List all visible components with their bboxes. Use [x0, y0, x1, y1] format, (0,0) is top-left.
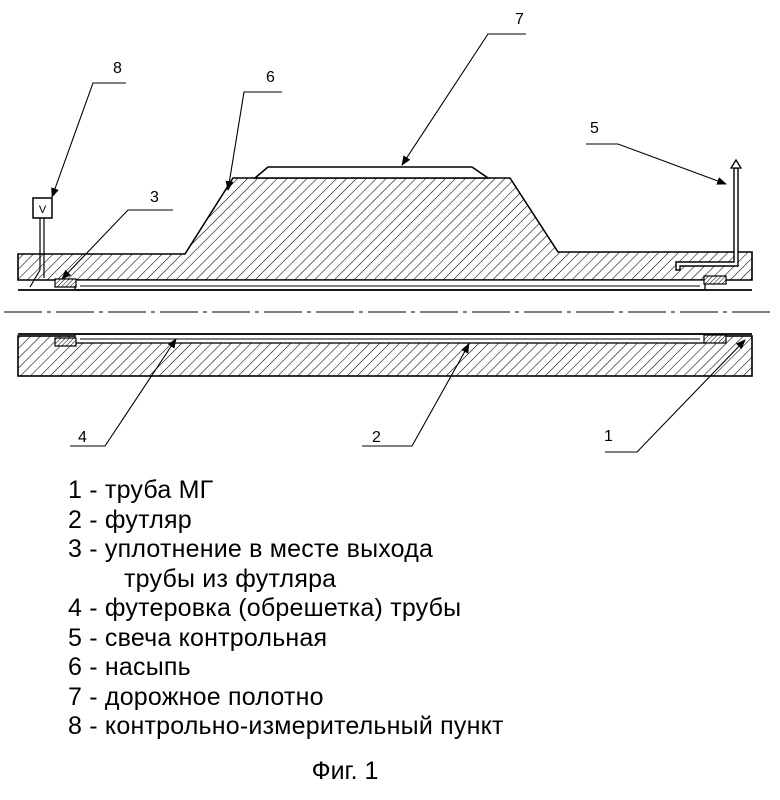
leader-7: [401, 33, 526, 166]
legend-item-8: 8 - контрольно-измерительный пункт: [68, 712, 504, 740]
seal-left-top: [54, 278, 77, 288]
leader-1: [605, 339, 746, 453]
cross-section-diagram: V 7 6 8 3 5 4 2 1: [4, 11, 775, 453]
leader-8: [51, 82, 126, 198]
seal-left-bottom: [54, 337, 77, 347]
callout-2: 2: [372, 429, 381, 446]
leader-6: [225, 91, 282, 191]
embankment: [17, 177, 753, 281]
legend: 1 - труба МГ 2 - футляр 3 - уплотнение в…: [68, 476, 758, 742]
figure-caption: Фиг. 1: [311, 757, 379, 785]
callout-1: 1: [604, 428, 613, 445]
voltmeter-symbol: V: [39, 204, 47, 216]
legend-item-3-continued: трубы из футляра: [124, 564, 337, 593]
measurement-wire: [29, 269, 41, 288]
callout-4: 4: [78, 429, 87, 446]
legend-item-2: 2 - футляр: [68, 505, 192, 534]
legend-item-4: 4 - футеровка (обрешетка) трубы: [68, 594, 462, 622]
legend-item-3: 3 - уплотнение в месте выхода: [68, 535, 434, 563]
leader-4: [70, 338, 177, 447]
vent-cap: [729, 158, 743, 169]
leader-5: [586, 143, 727, 185]
legend-item-1: 1 - труба МГ: [68, 476, 214, 504]
callout-7: 7: [515, 11, 524, 28]
callout-6: 6: [266, 69, 275, 86]
seal-right-top: [703, 275, 727, 285]
callout-3: 3: [150, 189, 159, 206]
leader-3: [61, 209, 173, 280]
callout-5: 5: [590, 120, 599, 137]
leader-2: [362, 343, 470, 447]
measurement-box: [32, 197, 53, 219]
casing-upper: [74, 279, 706, 291]
seal-right-bottom: [703, 334, 727, 344]
legend-item-6: 6 - насыпь: [68, 653, 191, 681]
legend-item-5: 5 - свеча контрольная: [68, 623, 328, 652]
road-surface: [252, 166, 491, 179]
legend-item-7: 7 - дорожное полотно: [68, 682, 324, 711]
callout-8: 8: [113, 60, 122, 77]
